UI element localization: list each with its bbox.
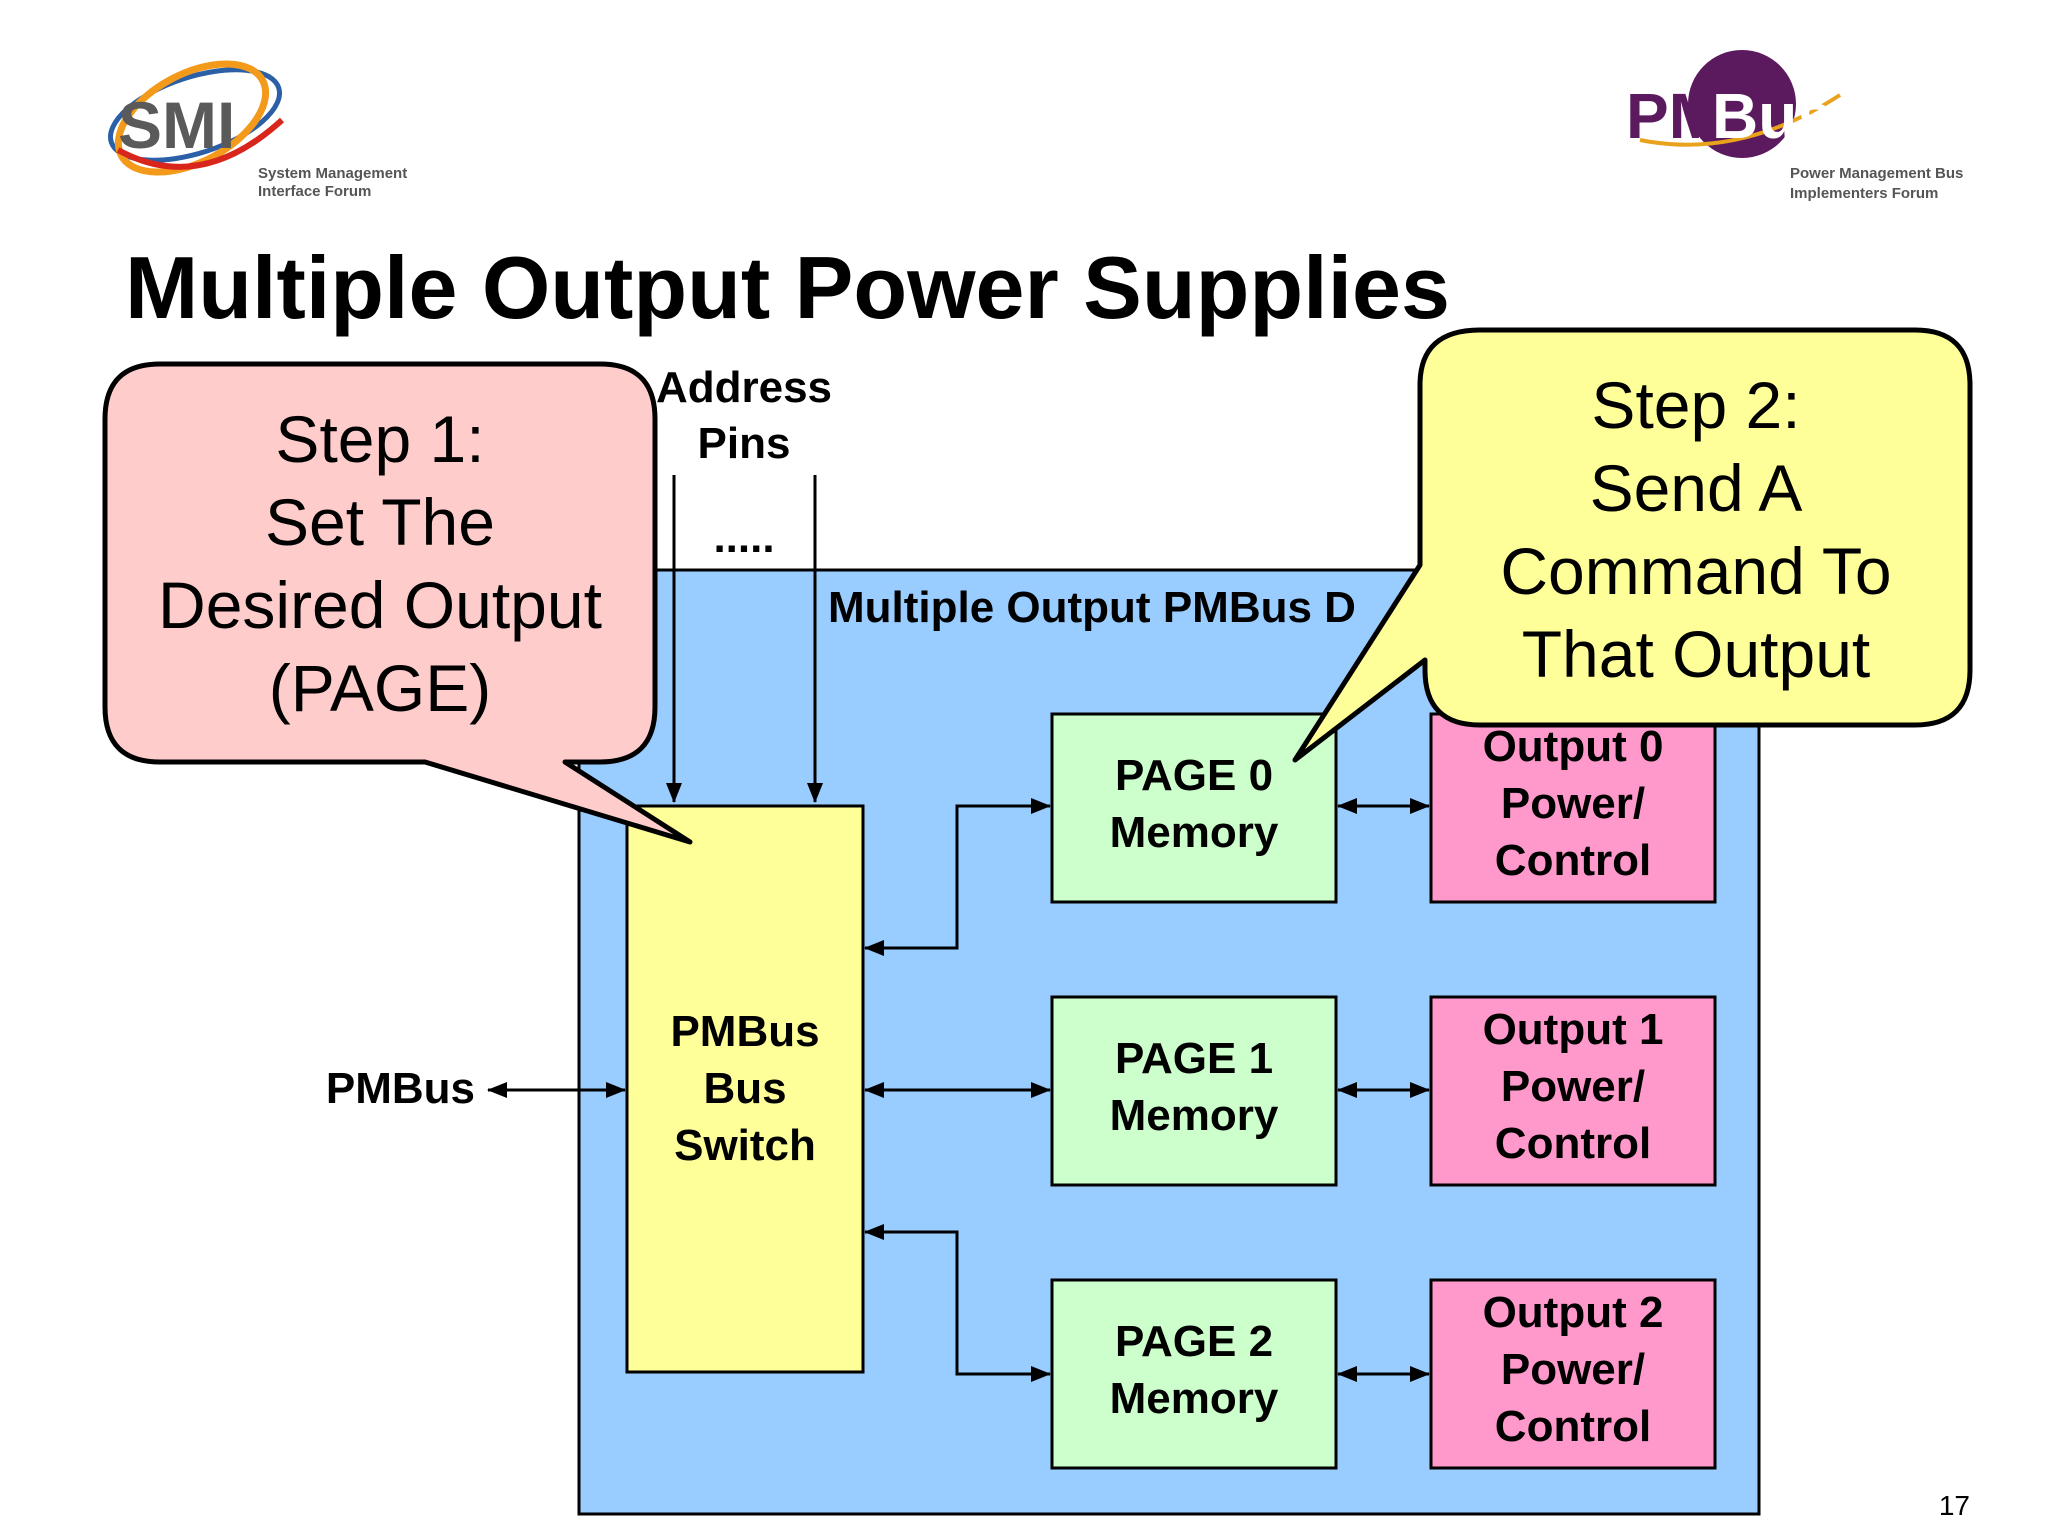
smi-logo: SMI System Management Interface Forum xyxy=(107,60,407,200)
step1-callout xyxy=(102,361,693,845)
output1-label-2: Power/ xyxy=(1501,1062,1645,1111)
step2-text-1: Step 2: xyxy=(1591,368,1800,442)
pmbus-subtitle-1: Power Management Bus xyxy=(1790,165,1963,182)
step2-text-2: Send A xyxy=(1590,451,1803,525)
step2-text-3: Command To xyxy=(1500,534,1891,608)
pmbus-subtitle-2: Implementers Forum xyxy=(1790,185,1938,202)
bus-switch-label-1: PMBus xyxy=(670,1007,819,1056)
step2-callout xyxy=(1292,327,1973,763)
smi-logo-text: SMI xyxy=(118,88,235,162)
output1-label-1: Output 1 xyxy=(1483,1005,1664,1054)
page1-label-1: PAGE 1 xyxy=(1115,1034,1273,1083)
step1-text-4: (PAGE) xyxy=(269,651,491,725)
output0-box xyxy=(1429,712,1717,904)
slide-number: 17 xyxy=(1939,1490,1970,1521)
smi-ring-blue xyxy=(107,67,283,163)
device-label: Multiple Output PMBus D xyxy=(828,583,1356,632)
output0-label-2: Power/ xyxy=(1501,779,1645,828)
page2-label-2: Memory xyxy=(1110,1374,1279,1423)
bus-switch-box xyxy=(625,804,865,1374)
address-pins-label-1: Address xyxy=(656,363,832,412)
smi-ring-red xyxy=(116,117,285,170)
page0-label-1: PAGE 0 xyxy=(1115,751,1273,800)
step2-text-4: That Output xyxy=(1522,617,1871,691)
output1-box xyxy=(1429,995,1717,1187)
pmbus-logo-text-pm: PM xyxy=(1626,80,1722,152)
smi-ring-orange xyxy=(114,60,270,176)
step1-text-1: Step 1: xyxy=(275,402,484,476)
page0-label-2: Memory xyxy=(1110,808,1279,857)
smi-subtitle-2: Interface Forum xyxy=(258,183,371,200)
output2-label-2: Power/ xyxy=(1501,1345,1645,1394)
pmbus-logo-text-bus: Bus xyxy=(1712,80,1833,152)
output0-label-1: Output 0 xyxy=(1483,722,1664,771)
page1-label-2: Memory xyxy=(1110,1091,1279,1140)
step1-text-3: Desired Output xyxy=(158,568,602,642)
output1-label-3: Control xyxy=(1495,1119,1651,1168)
bus-switch-label-3: Switch xyxy=(674,1121,816,1170)
bus-switch-label-2: Bus xyxy=(703,1064,786,1113)
address-pins-dots: ..... xyxy=(713,513,774,562)
output2-label-1: Output 2 xyxy=(1483,1288,1664,1337)
smi-subtitle-1: System Management xyxy=(258,165,407,182)
switch-page2-connector xyxy=(864,1224,1051,1382)
output2-box xyxy=(1429,1278,1717,1470)
switch-page0-connector xyxy=(864,798,1051,956)
step1-text-2: Set The xyxy=(265,485,495,559)
pmbus-external-label: PMBus xyxy=(326,1064,475,1113)
page0-box xyxy=(1050,712,1338,904)
page2-label-1: PAGE 2 xyxy=(1115,1317,1273,1366)
pmbus-logo: PM Bus Power Management Bus Implementers… xyxy=(1626,50,1963,202)
page2-box xyxy=(1050,1278,1338,1470)
pmbus-logo-swoosh xyxy=(1639,93,1842,147)
output0-label-3: Control xyxy=(1495,836,1651,885)
address-pins-label-2: Pins xyxy=(698,419,791,468)
page1-box xyxy=(1050,995,1338,1187)
output2-label-3: Control xyxy=(1495,1402,1651,1451)
page-title: Multiple Output Power Supplies xyxy=(125,238,1450,337)
